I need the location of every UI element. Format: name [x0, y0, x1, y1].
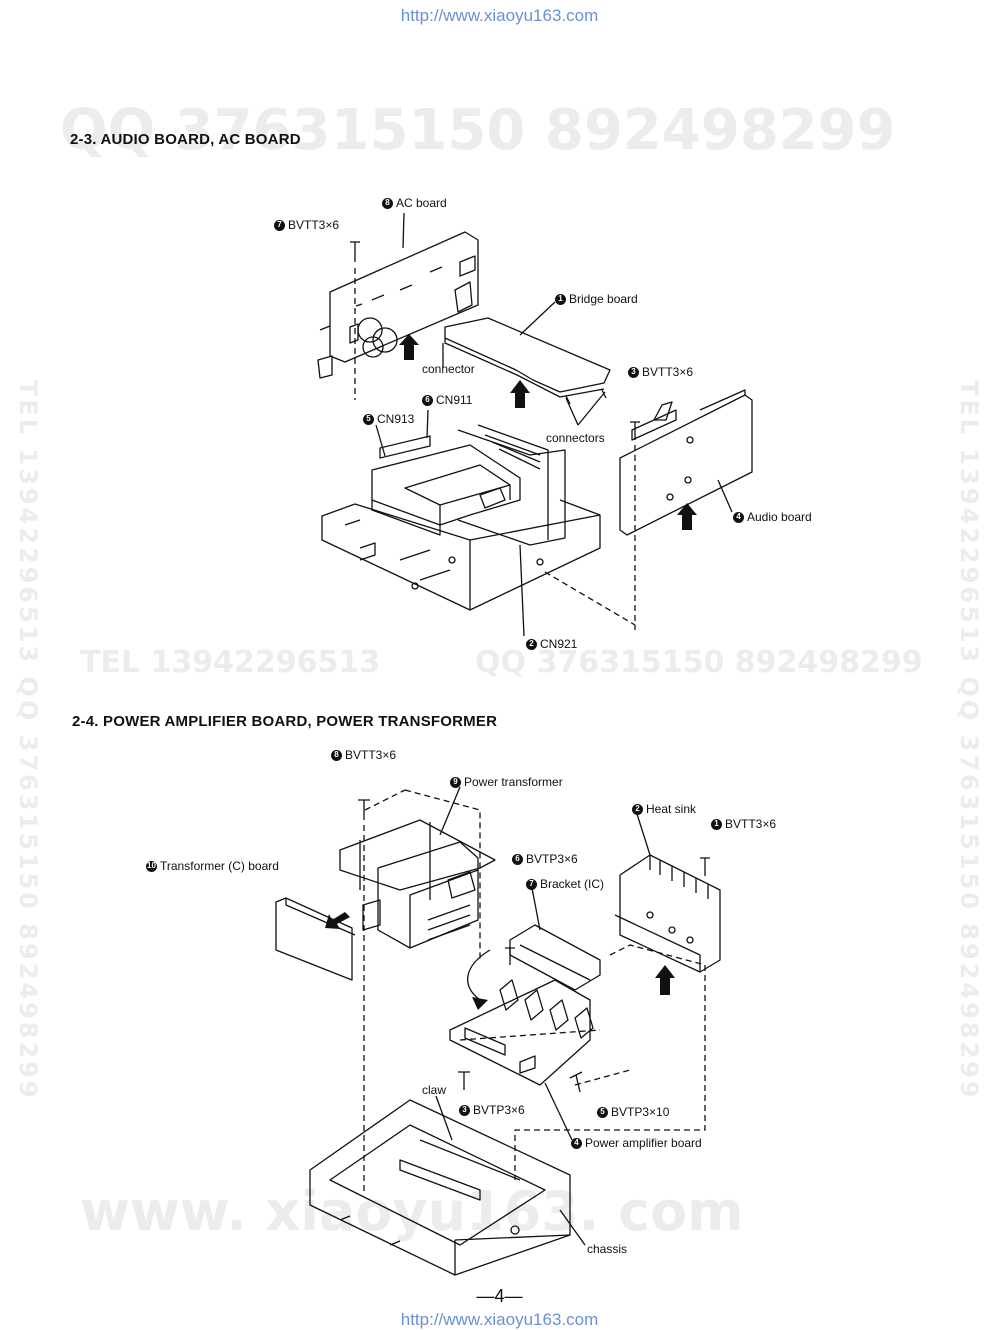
watermark-qq-top: QQ 376315150 892498299 — [60, 98, 896, 163]
section-2-4-title: 2-4. POWER AMPLIFIER BOARD, POWER TRANSF… — [72, 713, 498, 730]
label-connectors: connectors — [546, 431, 605, 445]
audio-board-drawing — [619, 389, 753, 536]
header-url[interactable]: http://www.xiaoyu163.com — [400, 6, 599, 25]
removal-arrows-top — [399, 334, 697, 530]
watermark-qq-mid: QQ 376315150 892498299 — [475, 645, 923, 680]
watermark-site: www. xiaoyu163. com — [80, 1180, 744, 1243]
bracket-ic-drawing — [505, 924, 601, 991]
transformer-screw — [358, 799, 370, 1195]
power-amp-board-drawing — [449, 979, 601, 1086]
watermark-tel-mid: TEL 13942296513 — [80, 645, 381, 680]
removal-arrows-bottom — [325, 912, 675, 995]
footer-url[interactable]: http://www.xiaoyu163.com — [400, 1310, 599, 1329]
section-2-3-title: 2-3. AUDIO BOARD, AC BOARD — [70, 131, 301, 148]
transformer-c-board-drawing — [275, 897, 356, 981]
watermark-side-right: TEL 13942296513 QQ 376315150 892498299 — [955, 380, 983, 1101]
page-number: —4— — [476, 1286, 523, 1306]
audio-board-screw — [630, 421, 640, 630]
watermark-side-left: TEL 13942296513 QQ 376315150 892498299 — [14, 380, 42, 1101]
ac-board-screw — [350, 241, 360, 400]
chassis-drawing-top — [321, 499, 601, 611]
power-transformer-drawing — [339, 789, 496, 960]
chassis-drawing-bottom — [309, 1099, 571, 1276]
ac-board-drawing — [317, 231, 479, 379]
label-connector: connector — [422, 362, 475, 376]
label-chassis: chassis — [587, 1242, 628, 1256]
label-claw: claw — [422, 1083, 447, 1097]
